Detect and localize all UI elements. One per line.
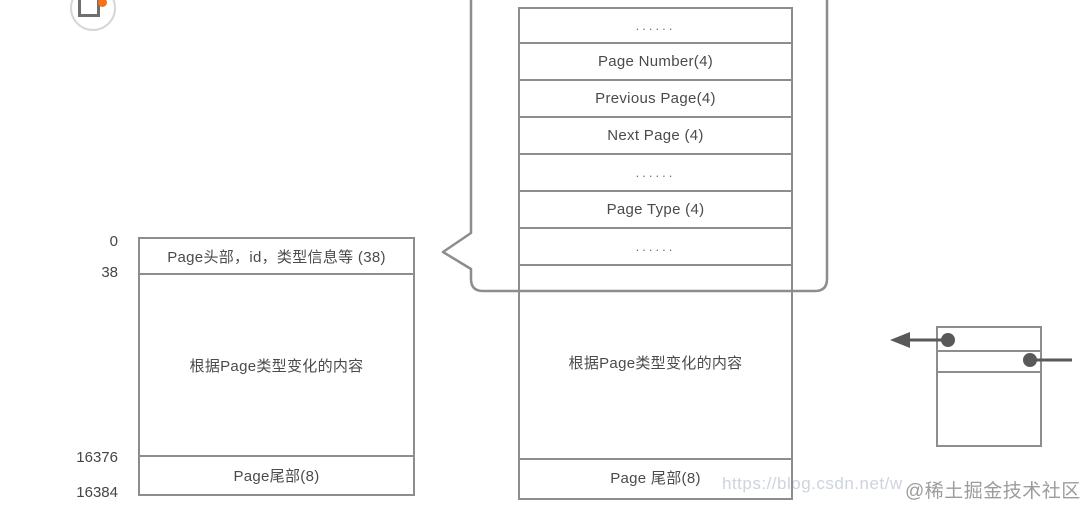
detail-row-ellipsis-1: ...... <box>520 9 791 44</box>
detail-row-ellipsis-2: ...... <box>520 155 791 192</box>
watermark-url: https://blog.csdn.net/w <box>722 474 903 493</box>
page-trailer-row: Page尾部(8) <box>233 468 320 485</box>
page-layout-box: Page头部，id，类型信息等 (38) 根据Page类型变化的内容 Page尾… <box>138 237 415 496</box>
linked-page-box <box>936 326 1042 447</box>
detail-row-ellipsis-3: ...... <box>520 229 791 266</box>
offset-label-0: 0 <box>109 233 118 250</box>
detail-row-page-body: 根据Page类型变化的内容 <box>520 266 791 460</box>
csdn-logo-icon <box>70 0 116 31</box>
linked-page-next-row <box>938 352 1040 373</box>
detail-row-page-trailer: Page 尾部(8) <box>610 470 701 487</box>
linked-page-prev-row <box>938 328 1040 352</box>
offset-label-38: 38 <box>101 264 118 281</box>
page-header-row: Page头部，id，类型信息等 (38) <box>140 239 413 275</box>
logo-square-glyph <box>78 0 100 17</box>
detail-row-page-type: Page Type (4) <box>520 192 791 229</box>
detail-row-previous-page: Previous Page(4) <box>520 81 791 118</box>
page-body-row: 根据Page类型变化的内容 <box>140 275 413 457</box>
detail-row-next-page: Next Page (4) <box>520 118 791 155</box>
offset-label-16384: 16384 <box>76 484 118 501</box>
detail-row-page-number: Page Number(4) <box>520 44 791 81</box>
watermark-brand: @稀土掘金技术社区 <box>905 481 1081 502</box>
logo-orange-dot <box>98 0 107 7</box>
page-header-detail-box: ...... Page Number(4) Previous Page(4) N… <box>518 7 793 500</box>
offset-label-16376: 16376 <box>76 449 118 466</box>
